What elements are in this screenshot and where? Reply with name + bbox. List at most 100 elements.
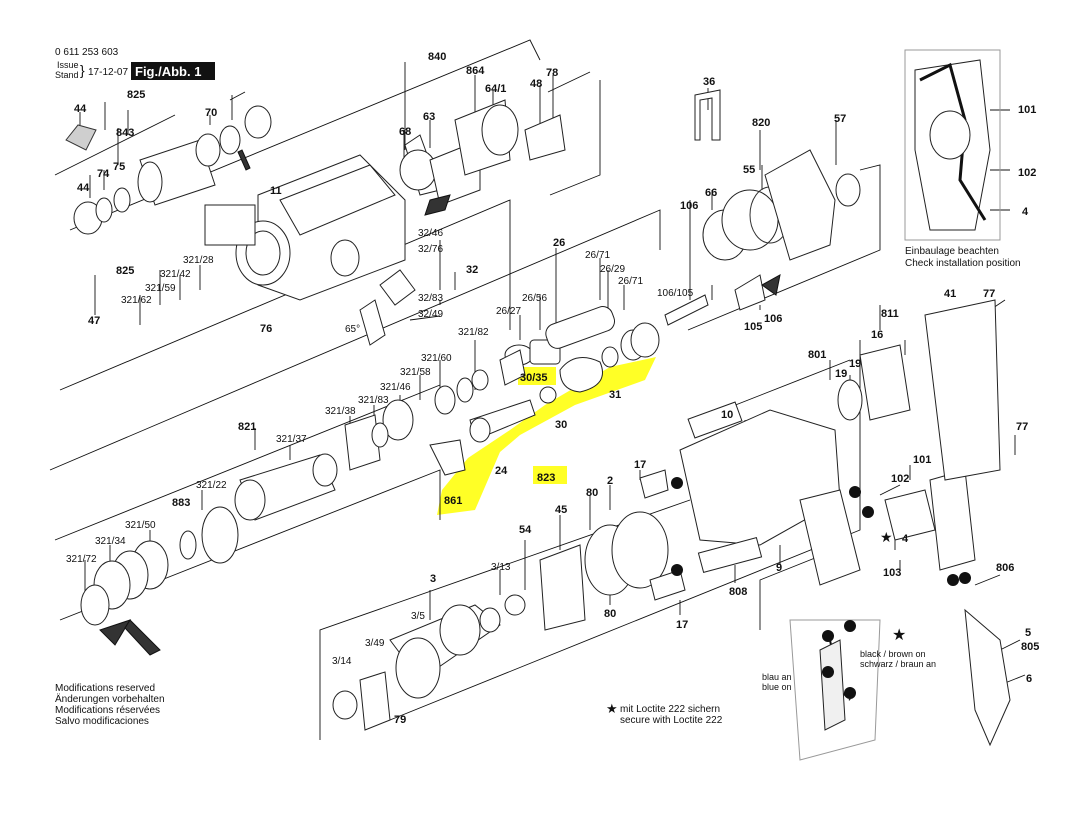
part-label: 44 [74,103,87,115]
part-label: 26 [553,237,565,249]
part-label: 32/49 [418,309,443,320]
modifications-line: Modifications réservées [55,705,160,716]
star-icon: ★ [606,701,618,716]
part-label: 30/35 [520,372,548,384]
part-label: 80 [586,487,598,499]
part-label: 75 [113,161,125,173]
inset-wiring-labels: black / brown on schwarz / braun an blau… [762,529,936,692]
part-label: 321/28 [183,255,214,266]
part-label: 9 [776,562,782,574]
part-label: 19 [835,368,847,380]
field-and-stator [539,469,686,631]
issue-date: 17-12-07 [88,67,128,78]
part-label: 55 [743,164,755,176]
part-label: 808 [729,586,747,598]
part-label: 321/37 [276,434,307,445]
part-label: 79 [394,714,406,726]
part-label: 47 [88,315,100,327]
header-block: 0 611 253 603 Issue Stand } 17-12-07 Fig… [55,47,215,80]
part-label: 825 [127,89,145,101]
part-label: 57 [834,113,846,125]
part-label: 801 [808,349,826,361]
part-label: 63 [423,111,435,123]
part-label: 70 [205,107,217,119]
install-note: Einbaulage beachten Check installation p… [905,246,1021,269]
chuck-assembly [65,105,272,235]
part-label: 321/58 [400,367,431,378]
part-label: 32/76 [418,244,443,255]
part-label: 19 [849,358,861,370]
install-note-en: Check installation position [905,258,1021,269]
star-icon: ★ [892,627,906,644]
part-label: 4 [902,533,909,545]
part-label: 17 [676,619,688,631]
wiring-blue: blue on [762,682,792,692]
inset-top-right [904,49,1001,241]
part-label: 17 [634,459,646,471]
part-label: 10 [721,409,733,421]
part-label: 78 [546,67,558,79]
modifications-line: Modifications reserved [55,683,155,694]
pistol-housing [679,299,1011,747]
part-label: 321/42 [160,269,191,280]
part-label: 820 [752,117,770,129]
part-label: 3/49 [365,638,385,649]
part-label: 861 [444,495,462,507]
part-label: 321/83 [358,395,389,406]
part-label: 5 [1025,627,1031,639]
part-label: 811 [881,308,899,320]
install-note-de: Einbaulage beachten [905,246,999,257]
part-label: 77 [983,288,995,300]
part-label: 321/22 [196,480,227,491]
modifications-line: Änderungen vorbehalten [55,693,165,705]
part-label: 26/29 [600,264,625,275]
part-label: 6 [1026,673,1032,685]
spring-pack [80,540,169,656]
part-label: 31 [609,389,621,401]
part-label: 24 [495,465,508,477]
inset-wiring [789,619,881,761]
part-label: 36 [703,76,715,88]
part-label: 77 [1016,421,1028,433]
part-label: 321/60 [421,353,452,364]
part-label: 68 [399,126,411,138]
part-label: 102 [1018,167,1036,179]
part-label: 32 [466,264,478,276]
part-label: 106 [764,313,782,325]
part-label: 32/46 [418,228,443,239]
circle-markers [671,477,971,699]
part-label: 840 [428,51,446,63]
part-label: 26/27 [496,306,521,317]
part-label: 26/56 [522,293,547,304]
part-label: 3 [430,573,436,585]
wiring-blau: blau an [762,672,792,682]
part-label: 106/105 [657,288,694,299]
part-label: 3/13 [491,562,511,573]
loctite-note-de: mit Loctite 222 sichern [620,704,720,715]
part-label: 321/62 [121,295,152,306]
wiring-note-en: black / brown on [860,649,926,659]
part-label: 321/34 [95,536,126,547]
part-label: 66 [705,187,717,199]
part-label: 44 [77,182,90,194]
footer-notes: Modifications reserved Änderungen vorbeh… [55,683,723,727]
part-label: 80 [604,608,616,620]
part-label: 65° [345,324,360,335]
part-number: 0 611 253 603 [55,47,119,58]
part-label: 74 [97,168,110,180]
part-label: 16 [871,329,883,341]
part-label: 32/83 [418,293,443,304]
motor-housing [664,89,861,326]
part-label: 11 [270,185,282,197]
part-label: 321/38 [325,406,356,417]
part-label: 883 [172,497,190,509]
part-label: 64/1 [485,83,506,95]
part-label: 54 [519,524,532,536]
part-label: 321/72 [66,554,97,565]
part-label: 76 [260,323,272,335]
loctite-note-en: secure with Loctite 222 [620,715,723,726]
part-label: 3/14 [332,656,352,667]
part-label: 321/59 [145,283,176,294]
part-label: 4 [1022,206,1029,218]
